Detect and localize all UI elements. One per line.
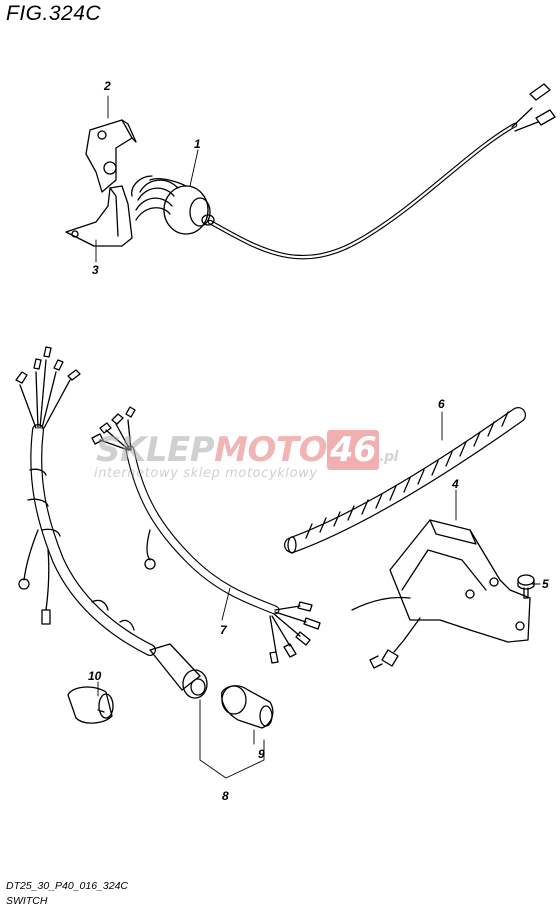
callout-4: 4 bbox=[451, 477, 459, 491]
part-harness[interactable] bbox=[91, 406, 321, 664]
part-spiral-tube[interactable] bbox=[284, 407, 526, 554]
callout-1: 1 bbox=[194, 137, 201, 151]
part-switch-bracket[interactable] bbox=[351, 519, 531, 669]
part-main-harness[interactable] bbox=[15, 346, 208, 699]
callout-7: 7 bbox=[220, 623, 228, 637]
figure-subtitle: SWITCH bbox=[6, 895, 48, 907]
part-bracket[interactable] bbox=[65, 185, 133, 247]
callout-6: 6 bbox=[438, 397, 445, 411]
part-cap[interactable] bbox=[67, 686, 114, 724]
part-plate[interactable] bbox=[85, 119, 137, 193]
callout-2: 2 bbox=[103, 79, 111, 93]
leader-lines bbox=[95, 95, 541, 779]
figure-title: FIG.324C bbox=[6, 2, 102, 25]
callout-8: 8 bbox=[222, 789, 229, 803]
callout-5: 5 bbox=[542, 577, 549, 591]
part-connector-cap[interactable] bbox=[221, 685, 274, 729]
callout-10: 10 bbox=[88, 669, 102, 683]
figure-code: DT25_30_P40_016_324C bbox=[6, 880, 129, 892]
part-screw[interactable] bbox=[517, 574, 535, 599]
callout-9: 9 bbox=[258, 747, 265, 761]
callout-3: 3 bbox=[92, 263, 99, 277]
part-stop-switch[interactable] bbox=[131, 83, 556, 260]
